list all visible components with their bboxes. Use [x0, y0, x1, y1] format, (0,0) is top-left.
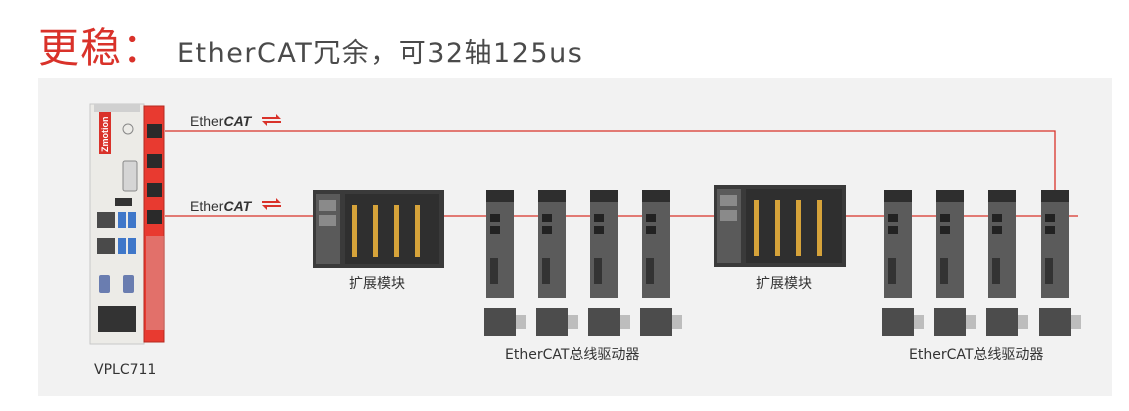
- drive-group-label-1: EtherCAT总线驱动器: [505, 347, 640, 363]
- servo-drive-5: [882, 190, 924, 336]
- ethercat-label-main: EtherCAT: [190, 198, 251, 214]
- expansion-module-label-1: 扩展模块: [349, 276, 405, 292]
- ethercat-label-top-ether: Ether: [190, 113, 224, 129]
- controller-brand-text: Zmotion: [100, 117, 110, 153]
- expansion-module-1: [313, 190, 444, 268]
- servo-drive-3: [588, 190, 630, 336]
- controller-label: VPLC711: [94, 362, 157, 378]
- drive-group-label-2: EtherCAT总线驱动器: [909, 347, 1044, 363]
- vplc711-controller: [89, 103, 165, 345]
- headline-accent: 更稳: [38, 24, 122, 72]
- ethercat-label-main-ether: Ether: [190, 198, 224, 214]
- ethercat-arrow-icon-top: [262, 114, 281, 126]
- servo-drive-7: [986, 190, 1028, 336]
- headline-colon: ：: [122, 24, 163, 72]
- headline-subtitle: EtherCAT冗余，可32轴125us: [177, 38, 584, 69]
- ethercat-label-main-cat: CAT: [223, 198, 252, 214]
- ethercat-arrow-icon-main: [262, 198, 281, 210]
- headline: 更稳 ： EtherCAT冗余，可32轴125us: [38, 14, 584, 72]
- expansion-module-label-2: 扩展模块: [756, 276, 812, 292]
- expansion-module-2: [714, 185, 846, 267]
- servo-drive-6: [934, 190, 976, 336]
- ethercat-label-top-cat: CAT: [223, 113, 252, 129]
- servo-drive-1: [484, 190, 526, 336]
- servo-drive-4: [640, 190, 682, 336]
- servo-drive-8: [1039, 190, 1081, 336]
- ethercat-label-top: EtherCAT: [190, 113, 251, 129]
- servo-drive-2: [536, 190, 578, 336]
- ethercat-redundant-line: [165, 130, 1056, 190]
